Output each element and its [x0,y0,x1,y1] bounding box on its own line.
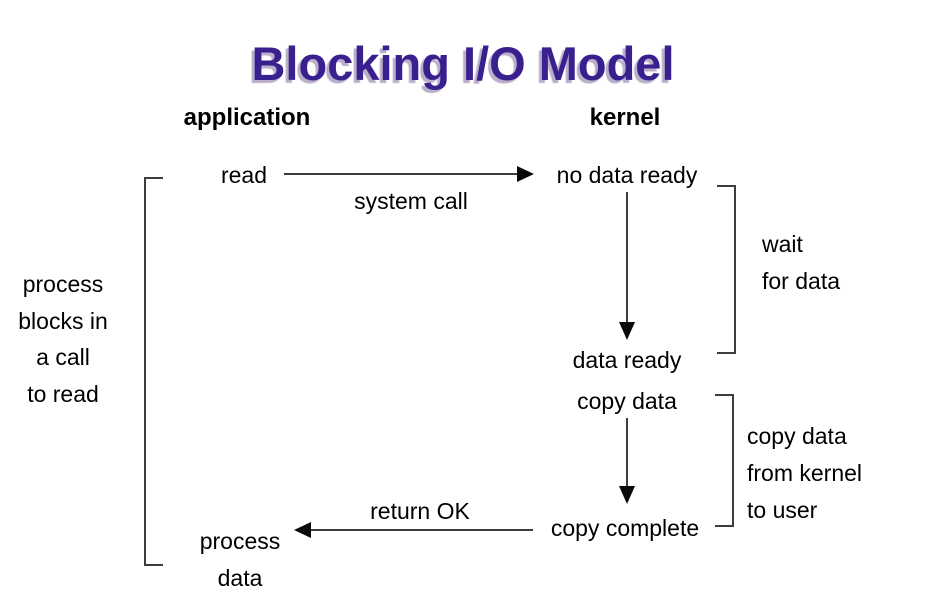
label-return-ok: return OK [370,498,470,524]
node-process-data: process data [150,523,330,596]
column-header-kernel: kernel [589,104,661,131]
copy-down-arrow-icon [619,418,635,504]
node-copy-complete: copy complete [550,515,700,541]
node-process-data-line2: data [217,564,263,591]
return-ok-arrow-icon [294,522,533,538]
label-system-call: system call [354,188,468,214]
wait-down-arrow-icon [619,192,635,340]
node-copy-data: copy data [577,388,677,414]
node-process-data-line1: process [199,528,281,554]
system-call-arrow-icon [284,166,534,182]
node-data-ready: data ready [572,347,682,373]
annotation-wait-for-data: wait for data [762,231,840,294]
node-read: read [220,162,268,188]
page-title: Blocking I/O Model [251,37,675,90]
copy-kernel-user-bracket [715,394,734,527]
process-blocks-bracket [144,177,163,566]
column-header-application: application [183,104,311,131]
wait-for-data-bracket [717,185,736,354]
annotation-copy-kernel-user: copy data from kernel to user [747,423,863,523]
node-no-data-ready: no data ready [556,162,698,188]
annotation-process-blocks: process blocks in a call to read [18,271,108,407]
